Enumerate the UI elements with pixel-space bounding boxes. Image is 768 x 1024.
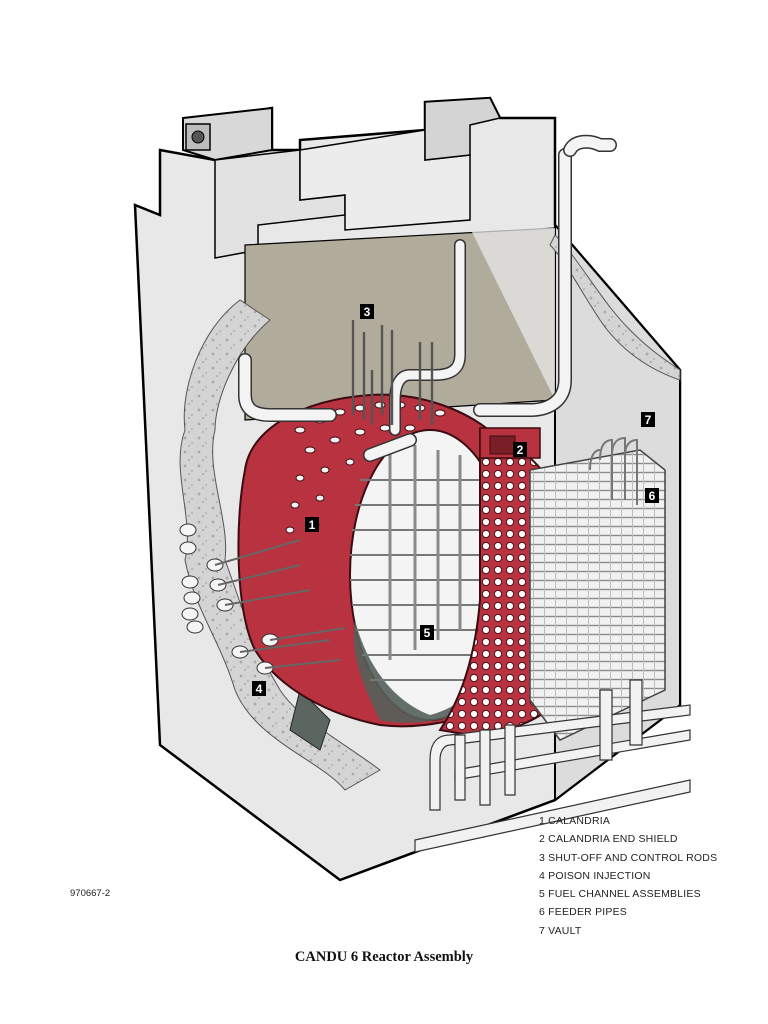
callout-2: 2 bbox=[513, 442, 527, 457]
figure-caption: CANDU 6 Reactor Assembly bbox=[294, 949, 474, 965]
svg-text:6: 6 bbox=[649, 489, 656, 503]
svg-text:3: 3 bbox=[364, 305, 371, 319]
legend-item-control-rods: 3 SHUT-OFF AND CONTROL RODS bbox=[539, 851, 718, 864]
legend-item-feeder-pipes: 6 FEEDER PIPES bbox=[539, 906, 627, 919]
legend-item-fuel-channels: 5 FUEL CHANNEL ASSEMBLIES bbox=[539, 888, 701, 901]
legend-item-vault: 7 VAULT bbox=[539, 924, 582, 937]
svg-text:7: 7 bbox=[645, 413, 652, 427]
shut-off-control-rods bbox=[351, 320, 434, 425]
vertical-rods bbox=[388, 440, 462, 660]
legend: 1 CALANDRIA 2 CALANDRIA END SHIELD 3 SHU… bbox=[539, 812, 717, 940]
callout-4: 4 bbox=[252, 681, 266, 696]
callout-7: 7 bbox=[641, 412, 655, 427]
svg-text:5: 5 bbox=[424, 626, 431, 640]
legend-item-calandria: 1 CALANDRIA bbox=[539, 815, 611, 827]
poison-injection-tubes bbox=[179, 523, 279, 675]
figure-id: 970667-2 bbox=[70, 888, 111, 899]
svg-text:2: 2 bbox=[517, 443, 524, 457]
callout-1: 1 bbox=[305, 517, 319, 532]
callout-6: 6 bbox=[645, 488, 659, 503]
feeder-pipes bbox=[414, 436, 691, 853]
svg-text:4: 4 bbox=[256, 682, 263, 696]
svg-text:1: 1 bbox=[309, 518, 316, 532]
callout-3: 3 bbox=[360, 304, 374, 319]
legend-item-end-shield: 2 CALANDRIA END SHIELD bbox=[539, 833, 678, 846]
cooling-pipes bbox=[238, 134, 617, 462]
rubble-edges bbox=[179, 234, 681, 791]
callout-5: 5 bbox=[420, 625, 434, 640]
legend-item-poison-injection: 4 POISON INJECTION bbox=[539, 869, 651, 882]
